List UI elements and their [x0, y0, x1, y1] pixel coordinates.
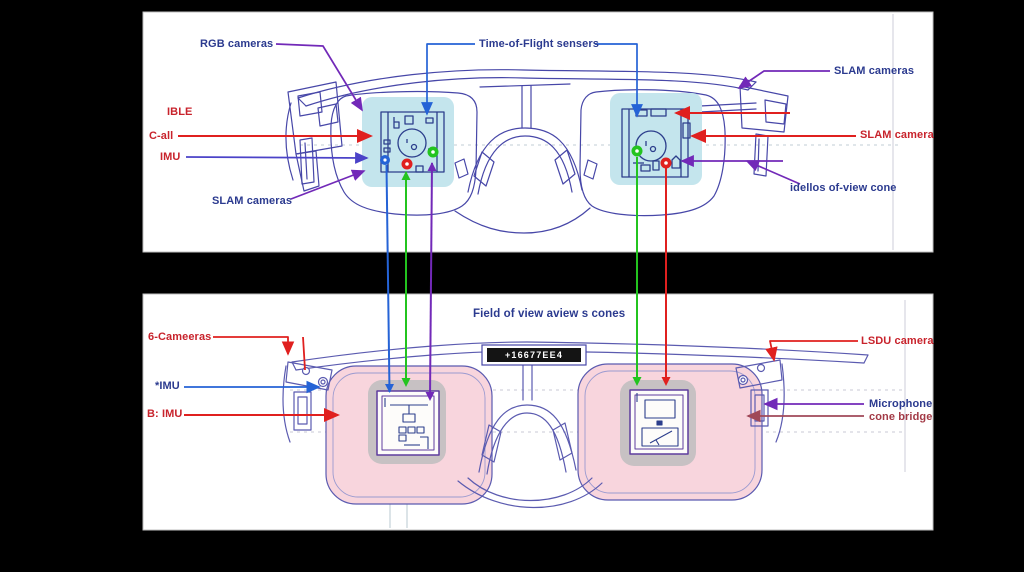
- lsdu-camera-arrow: [765, 340, 858, 362]
- fov-cone-arrow: [745, 160, 801, 185]
- top-panel: [142, 11, 934, 253]
- sensor-connector-lines: [385, 157, 671, 401]
- label-cone-bridge: cone bridge: [869, 411, 933, 423]
- label-lsdu-camera: LSDU camera: [861, 335, 934, 347]
- annotation-arrows-top: [178, 43, 856, 200]
- annotation-arrows-bottom: [184, 336, 864, 423]
- left-sensor-module-top: [380, 111, 445, 173]
- right-lens-module-bottom: [629, 389, 689, 455]
- rgb-cameras-arrow: [275, 43, 363, 112]
- label-fov-cone: idellos of-view cone: [790, 182, 897, 194]
- tof-arrow-right: [595, 43, 643, 118]
- label-six-cameras: 6-Cameeras: [148, 331, 212, 343]
- label-c-all: C-all: [149, 130, 174, 142]
- slam-cameras-left-arrow: [290, 169, 366, 200]
- connector-blue: [385, 164, 391, 393]
- label-b-imu: B: IMU: [147, 408, 183, 420]
- label-tof-sensors: Time-of-Flight sensers: [479, 38, 599, 50]
- imu-top-arrow: [185, 151, 369, 164]
- left-lens-module-bottom: [376, 390, 440, 456]
- slam-cameras-right-arrow: [737, 70, 830, 89]
- six-cameras-arrow: [213, 336, 295, 356]
- six-cameras-line-2: [302, 336, 306, 371]
- connector-purple: [429, 162, 433, 399]
- label-imu-star: *IMU: [155, 380, 180, 392]
- label-slam-cameras-right: SLAM cameras: [834, 65, 915, 77]
- sensor-dots: [380, 145, 672, 170]
- label-microphone: Microphone: [869, 398, 933, 410]
- tof-arrow-left: [421, 43, 475, 116]
- label-imu-top: IMU: [160, 151, 181, 163]
- bottom-panel: [142, 293, 934, 531]
- bottom-panel-title: Field of view aview s cones: [473, 308, 626, 320]
- label-ible: IBLE: [167, 106, 193, 118]
- left-sensor-highlight: [362, 97, 454, 187]
- label-slam-cameras-left: SLAM cameras: [212, 195, 293, 207]
- badge-text: +16677EE4: [504, 350, 564, 360]
- label-slam-camera-red: SLAM camera: [860, 129, 934, 141]
- product-badge: [481, 344, 587, 366]
- label-rgb-cameras: RGB cameras: [200, 38, 274, 50]
